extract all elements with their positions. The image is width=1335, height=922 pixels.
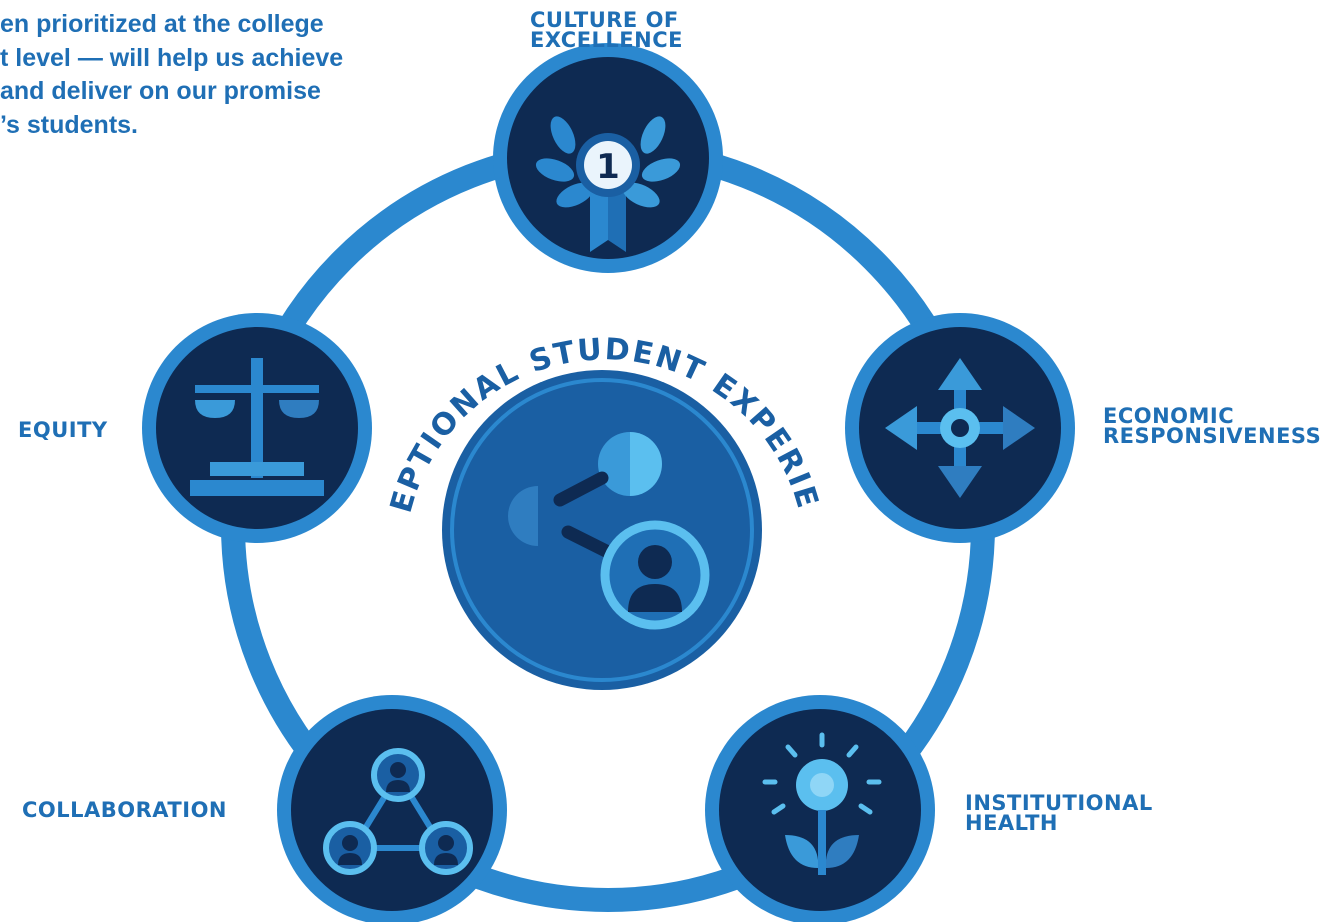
intro-line: t level — will help us achieve	[0, 43, 344, 72]
node-equity	[142, 313, 372, 543]
intro-paragraph: en prioritized at the college t level — …	[0, 8, 440, 142]
label-collaboration: COLLABORATION	[22, 798, 227, 822]
node-culture-of-excellence: 1	[493, 43, 723, 273]
intro-line: ’s students.	[0, 110, 138, 139]
people-network-icon	[323, 748, 473, 875]
intro-line: en prioritized at the college	[0, 10, 324, 38]
node-institutional-health	[705, 695, 935, 922]
directional-arrows-icon	[885, 358, 1035, 498]
svg-text:1: 1	[596, 147, 620, 187]
share-people-icon	[508, 432, 710, 630]
label-economic-responsiveness: ECONOMIC RESPONSIVENESS	[1103, 404, 1322, 448]
award-medal-icon: 1	[535, 116, 681, 252]
scales-icon	[190, 358, 324, 496]
flower-icon	[762, 732, 882, 875]
label-culture-of-excellence: CULTURE OF EXCELLENCE	[530, 8, 683, 52]
node-collaboration	[277, 695, 507, 922]
node-economic-responsiveness	[845, 313, 1075, 543]
label-equity: EQUITY	[18, 418, 108, 442]
intro-line: and deliver on our promise	[0, 77, 321, 105]
label-institutional-health: INSTITUTIONAL HEALTH	[965, 791, 1153, 835]
